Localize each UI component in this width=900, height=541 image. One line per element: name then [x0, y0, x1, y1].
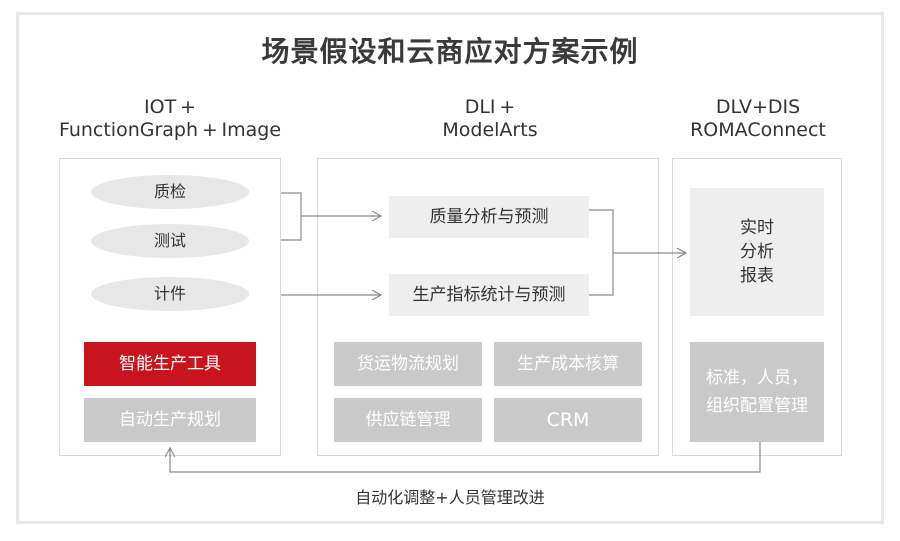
report-line: 实时	[740, 218, 774, 238]
supply-chain-box: 供应链管理	[334, 398, 482, 442]
pill-quality-inspection: 质检	[91, 175, 249, 209]
feedback-loop-arrow	[170, 442, 761, 473]
cost-accounting-box: 生产成本核算	[494, 342, 642, 386]
auto-production-planning-box: 自动生产规划	[84, 398, 256, 442]
column-header-dlv: DLV+DIS ROMAConnect	[660, 96, 856, 142]
column-header-line1: IOT +	[144, 96, 196, 118]
pill-piece-count: 计件	[91, 277, 249, 311]
column-header-line2: ModelArts	[442, 119, 538, 141]
quality-analysis-box: 质量分析与预测	[389, 196, 589, 238]
connector-pills-to-quality	[281, 192, 302, 241]
realtime-report-box: 实时 分析 报表	[690, 188, 824, 316]
logistics-planning-box: 货运物流规划	[334, 342, 482, 386]
connector-analysis-merge	[589, 209, 614, 296]
diagram-title: 场景假设和云商应对方案示例	[261, 35, 639, 68]
org-config-line: 组织配置管理	[706, 396, 808, 416]
column-header-line1: DLI +	[464, 96, 516, 118]
report-line: 报表	[740, 266, 774, 286]
column-header-line1: DLV+DIS	[715, 96, 801, 118]
column-header-dli: DLI + ModelArts	[380, 96, 600, 142]
column-header-line2: ROMAConnect	[690, 119, 826, 141]
column-header-line2: FunctionGraph + Image	[58, 119, 282, 141]
column-header-iot: IOT + FunctionGraph + Image	[40, 96, 300, 142]
org-config-line: 标准，人员，	[706, 368, 808, 388]
report-line: 分析	[740, 242, 774, 262]
feedback-caption: 自动化调整+人员管理改进	[355, 488, 545, 507]
production-metrics-box: 生产指标统计与预测	[389, 274, 589, 316]
org-config-box: 标准，人员， 组织配置管理	[690, 342, 824, 442]
pill-testing: 测试	[91, 224, 249, 258]
smart-production-tool-box: 智能生产工具	[84, 342, 256, 386]
crm-box: CRM	[494, 398, 642, 442]
